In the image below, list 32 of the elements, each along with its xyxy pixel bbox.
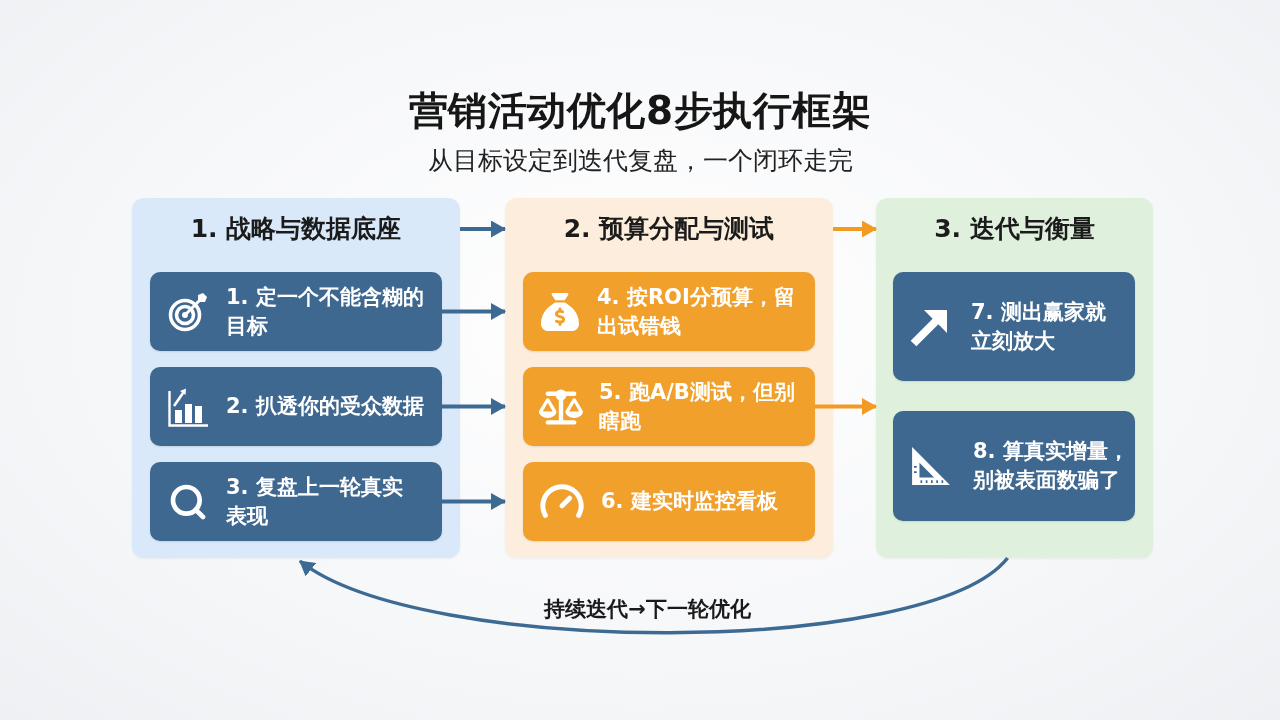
subtitle: 从目标设定到迭代复盘，一个闭环走完: [427, 145, 853, 177]
step-card: [523, 462, 815, 541]
step-text: 7. 测出赢家就立刻放大: [971, 298, 1107, 355]
step-card: [893, 272, 1135, 381]
phase-panel: [505, 198, 833, 558]
step-card: [150, 272, 442, 351]
phase-panel: [876, 198, 1153, 558]
edge-label: 持续迭代→下一轮优化: [542, 595, 752, 623]
step-text: 2. 扒透你的受众数据: [226, 393, 424, 420]
phase-heading: 3. 迭代与衡量: [934, 213, 1095, 245]
title: 营销活动优化8步执行框架: [408, 87, 872, 135]
step-card: [150, 367, 442, 446]
arrow: [442, 398, 506, 415]
step-card: [523, 367, 815, 446]
step-card: [523, 272, 815, 351]
step-text: 3. 复盘上一轮真实表现: [226, 473, 404, 530]
curved-arrow: [299, 556, 1009, 635]
step-card: [150, 462, 442, 541]
step-text: 8. 算真实增量，别被表面数骗了: [973, 438, 1130, 494]
step-text: 6. 建实时监控看板: [601, 488, 778, 515]
step-text: 4. 按ROI分预算，留出试错钱: [597, 283, 796, 340]
arrow: [442, 303, 506, 320]
arrow: [815, 398, 877, 415]
phase-heading: 1. 战略与数据底座: [190, 213, 402, 245]
step-card: [893, 411, 1135, 521]
arrow: [460, 220, 506, 238]
step-text: 1. 定一个不能含糊的目标: [226, 283, 425, 340]
phase-panel: [132, 198, 460, 558]
arrow: [833, 220, 877, 238]
arrow: [442, 493, 506, 510]
phase-heading: 2. 预算分配与测试: [563, 213, 775, 245]
step-text: 5. 跑A/B测试，但别瞎跑: [599, 378, 796, 435]
